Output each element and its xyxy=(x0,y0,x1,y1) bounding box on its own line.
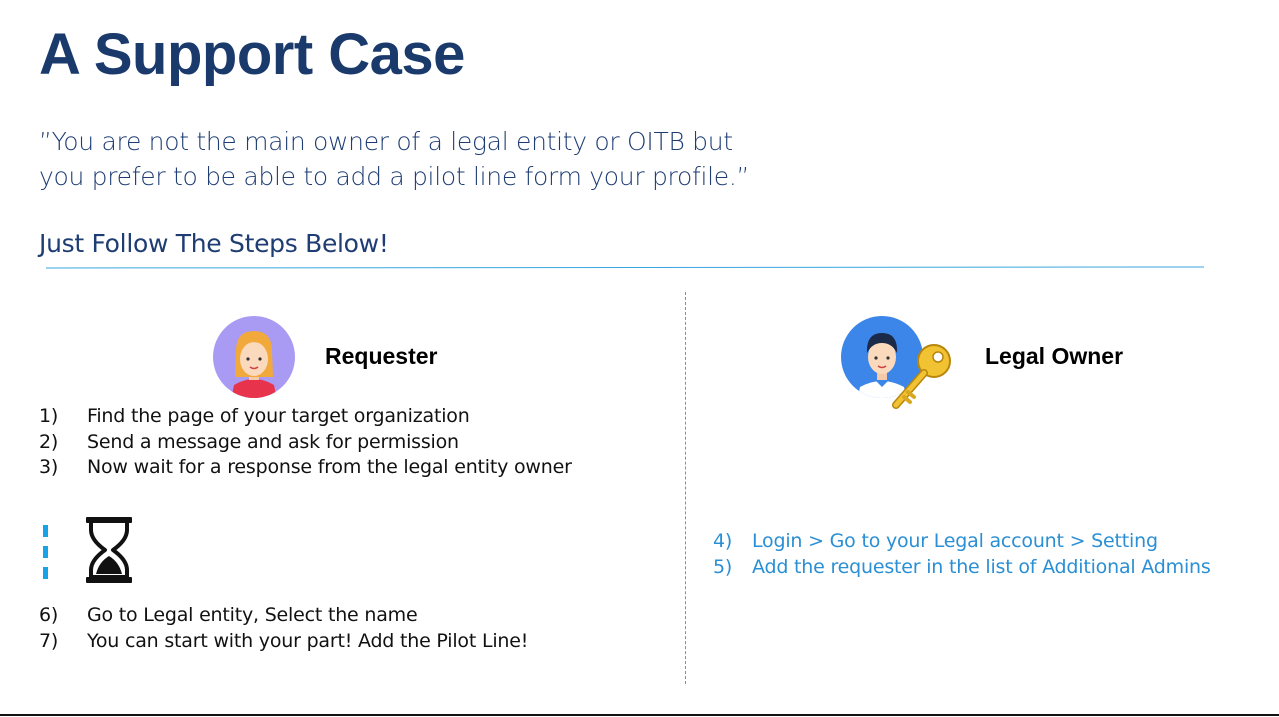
page-title: A Support Case xyxy=(39,22,465,87)
requester-final-steps: 6)Go to Legal entity, Select the name 7)… xyxy=(39,603,528,654)
waiting-dashed-bar xyxy=(43,525,48,579)
case-quote: ”You are not the main owner of a legal e… xyxy=(39,124,939,194)
man-avatar-with-key-icon xyxy=(841,316,951,409)
list-item: 7)You can start with your part! Add the … xyxy=(39,629,529,652)
column-divider xyxy=(685,292,686,684)
steps-subheading: Just Follow The Steps Below! xyxy=(39,229,389,258)
quote-line-1: ”You are not the main owner of a legal e… xyxy=(39,127,733,156)
list-item: 4)Login > Go to your Legal account > Set… xyxy=(713,530,1158,552)
legal-owner-label: Legal Owner xyxy=(985,343,1124,369)
requester-steps: 1)Find the page of your target organizat… xyxy=(39,404,572,481)
bottom-border xyxy=(0,714,1279,716)
hourglass-icon xyxy=(86,517,132,583)
list-item: 1)Find the page of your target organizat… xyxy=(39,405,470,427)
legal-owner-steps: 4)Login > Go to your Legal account > Set… xyxy=(713,529,1211,580)
list-item: 6)Go to Legal entity, Select the name xyxy=(39,604,418,626)
header-divider xyxy=(45,266,1205,269)
list-item: 2)Send a message and ask for permission xyxy=(39,430,459,453)
quote-line-2: you prefer to be able to add a pilot lin… xyxy=(39,162,750,191)
list-item: 5)Add the requester in the list of Addit… xyxy=(713,555,1211,578)
requester-label: Requester xyxy=(325,343,438,369)
list-item: 3)Now wait for a response from the legal… xyxy=(39,456,572,478)
woman-avatar-icon xyxy=(213,316,295,398)
key-icon xyxy=(892,344,951,409)
